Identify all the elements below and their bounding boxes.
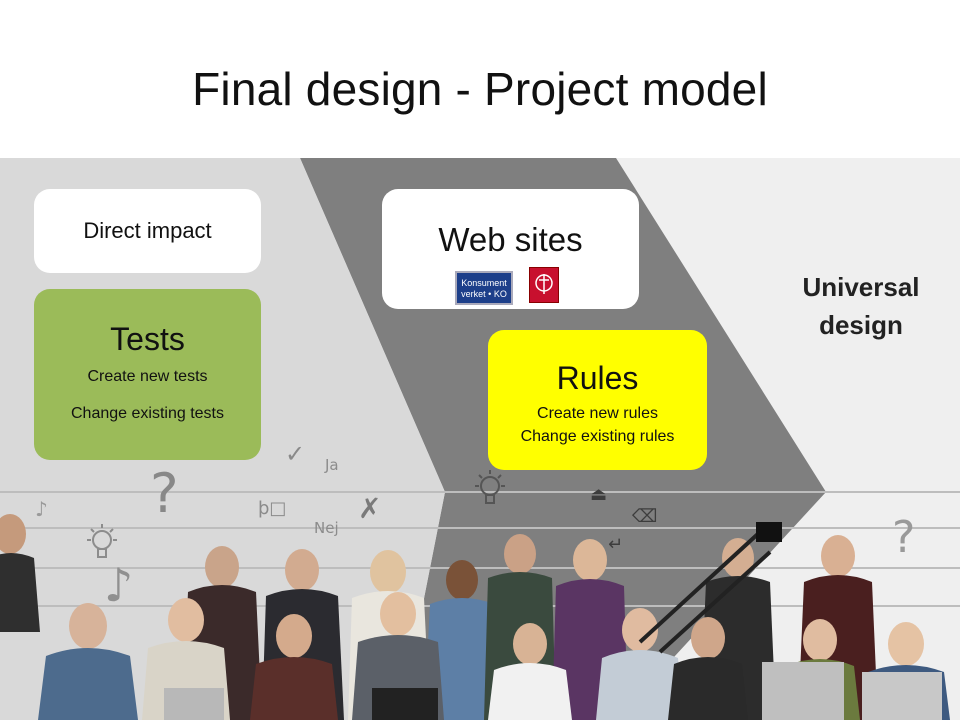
rules-line-create: Create new rules — [537, 405, 658, 422]
rules-box: Rules Create new rules Change existing r… — [488, 330, 707, 470]
music-note-icon: ♪ — [35, 497, 48, 521]
eject-icon: ⏏ — [590, 484, 608, 505]
lightbulb-icon — [472, 468, 508, 522]
consumer-agency-logo: Konsument verket • KO — [455, 271, 513, 305]
page-title: Final design - Project model — [192, 63, 768, 115]
web-sites-heading: Web sites — [438, 221, 583, 258]
enter-icon: ↵ — [608, 534, 624, 555]
question-mark-icon: ? — [150, 462, 179, 525]
nej-label: Nej — [314, 519, 339, 537]
rules-heading: Rules — [556, 360, 639, 396]
tests-heading: Tests — [110, 321, 185, 357]
ja-label: Ja — [325, 456, 339, 474]
thorn-glyph: þ□ — [258, 498, 287, 519]
people-silhouettes — [0, 514, 950, 720]
universal-design-line2: design — [819, 310, 903, 340]
direct-impact-label: Direct impact — [83, 218, 212, 243]
group-photo — [0, 514, 950, 720]
backspace-icon: ⌫ — [632, 506, 658, 527]
rules-line-change: Change existing rules — [520, 428, 675, 445]
tests-line-create: Create new tests — [87, 368, 208, 385]
cross-icon: ✗ — [358, 492, 382, 525]
universal-design-line1: Universal — [802, 272, 920, 302]
music-note-icon: ♪ — [104, 558, 134, 612]
tests-box: Tests Create new tests Change existing t… — [34, 289, 261, 460]
web-sites-box: Web sites Konsument verket • KO — [382, 189, 639, 309]
check-icon: ✓ — [285, 440, 306, 468]
universal-design-label: Universal design — [780, 268, 942, 344]
tests-line-change: Change existing tests — [71, 405, 224, 422]
direct-impact-box: Direct impact — [34, 189, 261, 273]
question-mark-icon: ? — [892, 512, 916, 563]
lightbulb-icon — [84, 522, 120, 576]
red-emblem-logo — [529, 267, 559, 303]
